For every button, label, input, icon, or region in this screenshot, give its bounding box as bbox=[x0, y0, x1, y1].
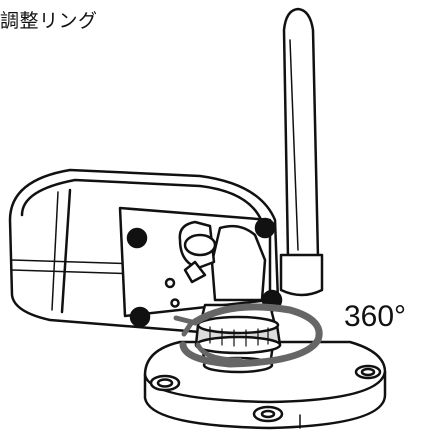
adjustment-ring-callout: 調整リング bbox=[0, 10, 98, 32]
rotation-arrows bbox=[173, 303, 323, 368]
antenna bbox=[279, 7, 324, 297]
bracket bbox=[178, 220, 267, 302]
mount-base bbox=[143, 340, 387, 430]
rotation-angle-label: 360° bbox=[344, 300, 407, 333]
